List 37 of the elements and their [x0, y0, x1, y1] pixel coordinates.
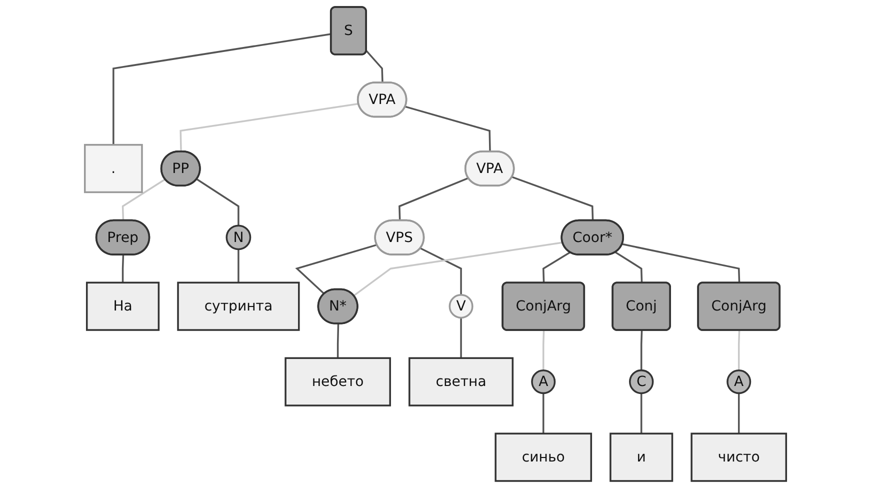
connector [353, 242, 563, 296]
connector [738, 393, 740, 434]
connector [122, 178, 166, 221]
connector [336, 324, 340, 358]
connector [295, 244, 378, 295]
connector [640, 330, 643, 370]
node-box: светна [408, 357, 514, 406]
connector [622, 243, 740, 284]
node-box: сутринта [177, 282, 300, 331]
connector [180, 102, 359, 152]
connector [615, 252, 643, 284]
node-box: синьо [494, 432, 592, 482]
node-circle: A [726, 370, 752, 394]
node-box: . [84, 144, 143, 194]
connector [196, 178, 240, 226]
node-circle: A [531, 370, 556, 394]
node-box: небето [284, 357, 391, 406]
connector [460, 318, 462, 358]
connector [366, 50, 384, 83]
connector [420, 248, 462, 295]
connector [398, 177, 469, 221]
node-box: чисто [690, 432, 788, 482]
connector [405, 106, 491, 152]
connector [542, 330, 545, 370]
connector [738, 330, 740, 370]
node-box: На [86, 282, 160, 331]
connector [512, 176, 594, 221]
connector [542, 252, 570, 284]
node-circle: N [226, 224, 252, 250]
node-circle: C [629, 369, 654, 394]
connector [238, 249, 240, 283]
node-circle: V [448, 294, 474, 319]
connector [112, 33, 332, 145]
connector [640, 393, 642, 434]
connector [542, 393, 544, 434]
connector [122, 254, 124, 283]
node-box: и [610, 432, 674, 482]
